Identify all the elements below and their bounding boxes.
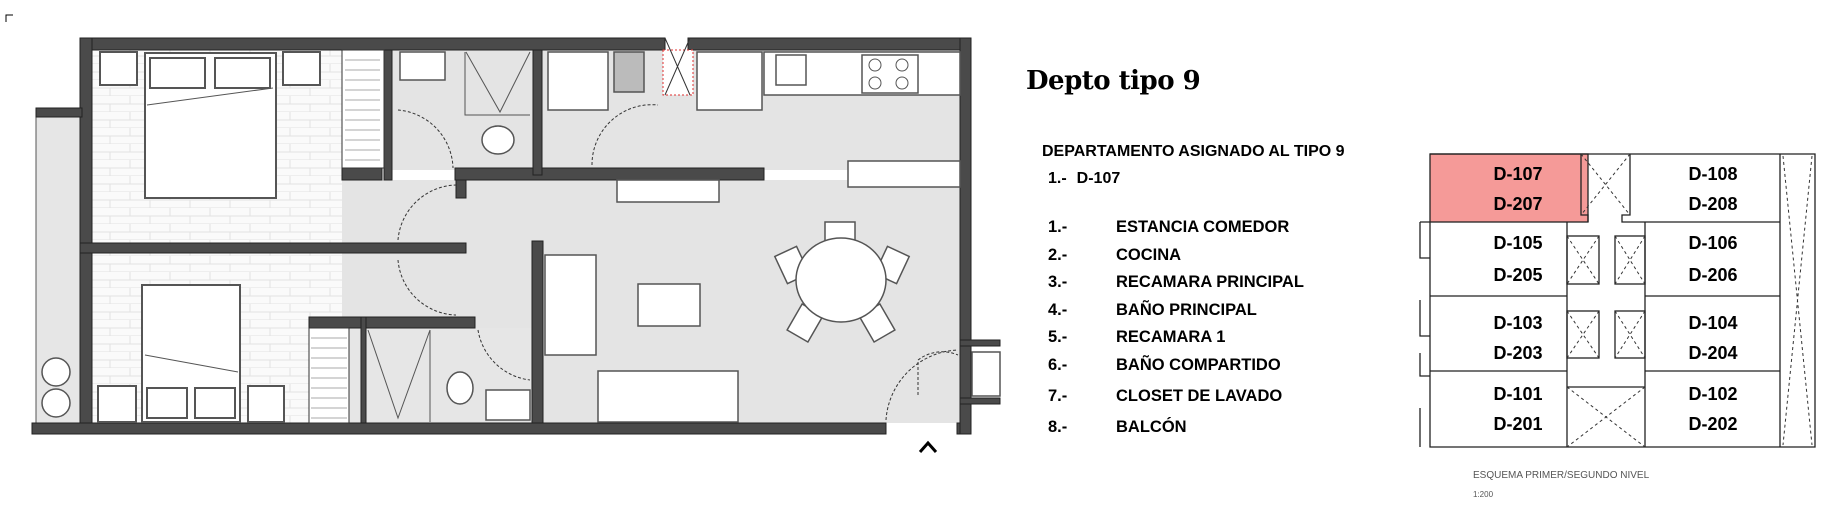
room-num: 6.- [1048,356,1068,374]
room-label: CLOSET DE LAVADO [1116,387,1283,405]
assignment-heading: DEPARTAMENTO ASIGNADO AL TIPO 9 [1042,143,1345,160]
room-label: BAÑO PRINCIPAL [1116,301,1257,319]
unit-label: D-204 [1688,343,1737,363]
sink-2 [485,389,531,421]
room-label: BALCÓN [1116,418,1187,436]
unit-label: D-202 [1688,414,1737,434]
closet-2 [308,327,350,424]
unit-label: D-203 [1493,343,1542,363]
stove [861,54,919,94]
room-label: COCINA [1116,246,1182,264]
room-label: BAÑO COMPARTIDO [1116,356,1281,374]
assignment-unit: D-107 [1076,170,1121,187]
schema-caption: ESQUEMA PRIMER/SEGUNDO NIVEL [1473,470,1650,481]
room-label: RECAMARA 1 [1116,328,1226,346]
room-num: 3.- [1048,273,1068,291]
washer [547,51,609,111]
unit-label: D-105 [1493,233,1542,253]
unit-label: D-102 [1688,384,1737,404]
walls [31,37,1001,435]
tv-console [616,179,720,203]
unit-label: D-107 [1493,164,1542,184]
dryer [613,51,645,93]
unit-label: D-104 [1688,313,1737,333]
ottoman [637,283,701,327]
laundry-sink [971,351,1001,397]
toilet-2 [446,371,474,405]
unit-label: D-205 [1493,265,1542,285]
balcony-planter [41,357,71,387]
assignment-num: 1.- [1048,170,1067,187]
kitchen-sink [775,54,807,86]
room-num: 1.- [1048,218,1068,236]
corner-mark [5,14,13,22]
room-label: ESTANCIA COMEDOR [1116,218,1290,236]
highlighted-unit [1429,153,1589,223]
sofa-main [597,370,739,423]
entry-arrow-icon [918,440,938,453]
assignment-item: 1.- D-107 [1048,170,1130,188]
page-title: Depto tipo 9 [1026,66,1201,96]
sink-1 [399,51,446,81]
counter-island [847,160,961,188]
unit-label: D-201 [1493,414,1542,434]
unit-label: D-103 [1493,313,1542,333]
unit-label: D-106 [1688,233,1737,253]
room-num: 2.- [1048,246,1068,264]
unit-label: D-108 [1688,164,1737,184]
unit-label: D-206 [1688,265,1737,285]
fridge [696,51,763,111]
dining-table [795,237,887,323]
room-num: 7.- [1048,387,1068,405]
toilet-1 [481,125,515,155]
room-num: 8.- [1048,418,1068,436]
room-label: RECAMARA PRINCIPAL [1116,273,1304,291]
room-num: 5.- [1048,328,1068,346]
sofa-side [544,254,597,356]
unit-label: D-101 [1493,384,1542,404]
schema-scale: 1:200 [1473,490,1494,499]
unit-label: D-208 [1688,194,1737,214]
floor-plan [5,14,1001,453]
unit-label: D-207 [1493,194,1542,214]
room-num: 4.- [1048,301,1068,319]
